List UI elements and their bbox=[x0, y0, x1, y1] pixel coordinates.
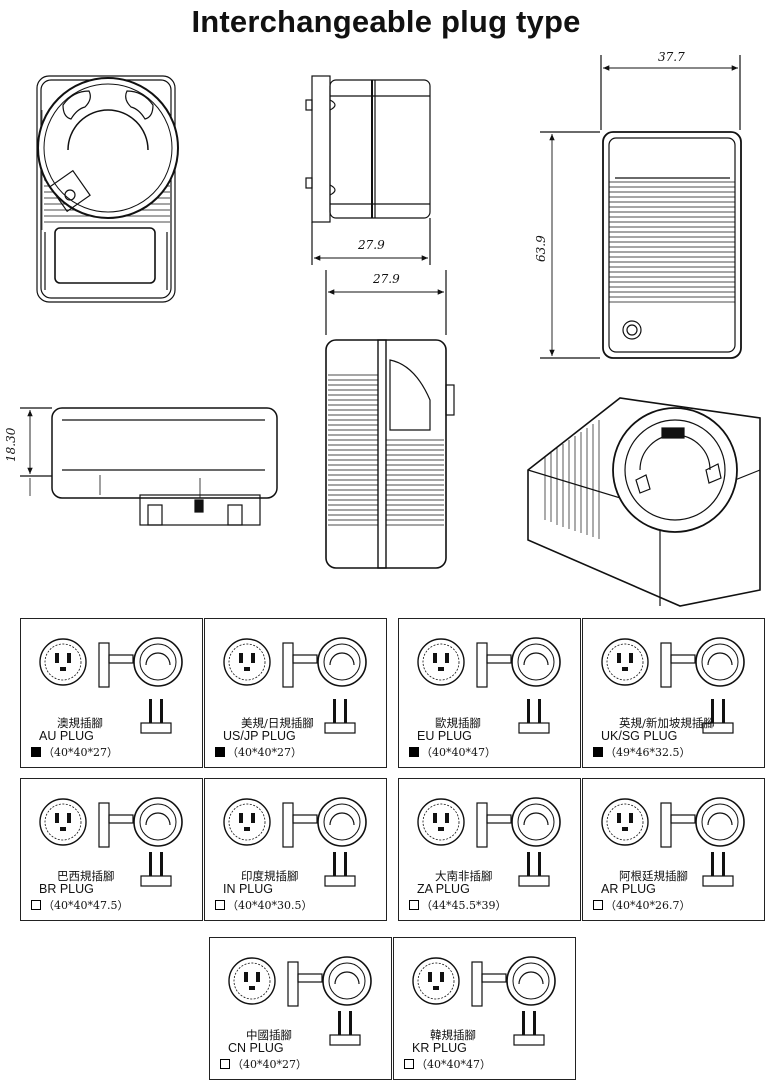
plug-illustration bbox=[417, 637, 561, 734]
plug-name-cn: 澳規插腳 bbox=[57, 716, 103, 730]
plug-illustration bbox=[39, 637, 183, 734]
plug-size: （49*46*32.5） bbox=[605, 746, 691, 759]
plug-name-en: AR PLUG bbox=[601, 882, 656, 896]
plug-size: （40*40*47） bbox=[421, 746, 496, 759]
plug-size: （40*40*27） bbox=[227, 746, 302, 759]
plug-size: （40*40*47） bbox=[416, 1058, 491, 1071]
dim-depth-label-1: 27.9 bbox=[358, 238, 385, 252]
plug-checkbox[interactable] bbox=[215, 900, 225, 910]
plug-checkbox[interactable] bbox=[31, 900, 41, 910]
dim-height-label: 63.9 bbox=[534, 235, 548, 262]
plug-name-en: UK/SG PLUG bbox=[601, 729, 678, 743]
dim-width-label: 37.7 bbox=[658, 50, 685, 64]
side-view-middle bbox=[325, 270, 455, 569]
plug-name-cn: 韓規插腳 bbox=[430, 1028, 476, 1042]
plug-illustration bbox=[223, 797, 367, 887]
plug-name-en: AU PLUG bbox=[39, 729, 94, 743]
plug-name-en: US/JP PLUG bbox=[223, 729, 296, 743]
plug-name-cn: 大南非插腳 bbox=[435, 869, 493, 883]
plug-size: （40*40*47.5） bbox=[43, 899, 129, 912]
plug-name-en: ZA PLUG bbox=[417, 882, 470, 896]
plug-illustration bbox=[223, 637, 367, 734]
plug-name-en: EU PLUG bbox=[417, 729, 472, 743]
plug-name-en: CN PLUG bbox=[228, 1041, 284, 1055]
plug-name-cn: 英規/新加坡規插腳 bbox=[619, 716, 715, 730]
plug-illustration bbox=[601, 797, 745, 887]
plug-illustration bbox=[417, 797, 561, 887]
plug-checkbox[interactable] bbox=[593, 900, 603, 910]
plug-size: （44*45.5*39） bbox=[421, 899, 507, 912]
plug-illustration bbox=[228, 956, 372, 1046]
plug-illustration bbox=[601, 637, 745, 734]
plug-checkbox[interactable] bbox=[215, 747, 225, 757]
plug-illustration bbox=[39, 797, 183, 887]
plug-checkbox[interactable] bbox=[31, 747, 41, 757]
plug-name-cn: 阿根廷規插腳 bbox=[619, 869, 688, 883]
plug-size: （40*40*30.5） bbox=[227, 899, 313, 912]
plug-name-en: BR PLUG bbox=[39, 882, 94, 896]
plug-checkbox[interactable] bbox=[220, 1059, 230, 1069]
bottom-view bbox=[20, 407, 278, 526]
plug-checkbox[interactable] bbox=[404, 1059, 414, 1069]
plug-name-cn: 巴西規插腳 bbox=[57, 869, 115, 883]
plug-size: （40*40*27） bbox=[43, 746, 118, 759]
plug-illustration bbox=[412, 956, 556, 1046]
plug-checkbox[interactable] bbox=[593, 747, 603, 757]
plug-name-cn: 歐規插腳 bbox=[435, 716, 481, 730]
dim-depth-label-2: 27.9 bbox=[373, 272, 400, 286]
front-view bbox=[36, 75, 179, 303]
plug-name-cn: 印度規插腳 bbox=[241, 869, 299, 883]
plug-name-en: KR PLUG bbox=[412, 1041, 467, 1055]
plug-size: （40*40*26.7） bbox=[605, 899, 691, 912]
side-view-top bbox=[305, 75, 431, 265]
plug-name-cn: 中國插腳 bbox=[246, 1028, 292, 1042]
page-title: Interchangeable plug type bbox=[191, 4, 581, 39]
plug-size: （40*40*27） bbox=[232, 1058, 307, 1071]
dim-left-height-label: 18.30 bbox=[4, 427, 18, 462]
plug-name-cn: 美規/日規插腳 bbox=[241, 716, 314, 730]
plug-checkbox[interactable] bbox=[409, 747, 419, 757]
isometric-view bbox=[527, 397, 761, 607]
technical-drawings bbox=[20, 55, 761, 607]
plug-name-en: IN PLUG bbox=[223, 882, 274, 896]
plug-checkbox[interactable] bbox=[409, 900, 419, 910]
side-view-right bbox=[540, 55, 742, 359]
